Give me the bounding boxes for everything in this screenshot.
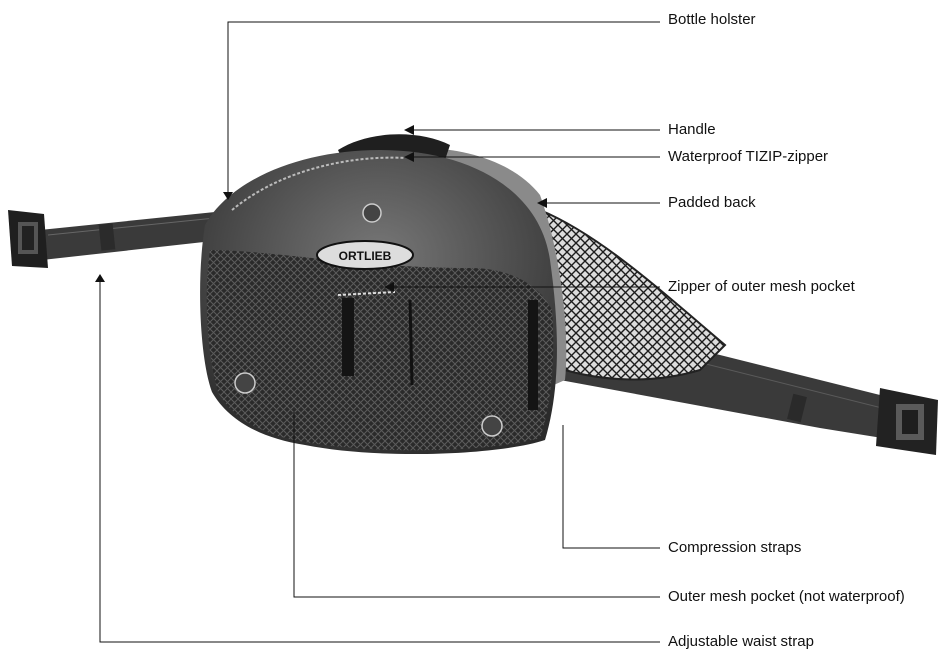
label-compression-straps: Compression straps [668,539,801,557]
logo-badge: ORTLIEB [317,241,413,269]
label-padded-back: Padded back [668,194,756,212]
bag-body: ORTLIEB [200,134,566,454]
compression-strap [528,300,538,410]
label-mesh-zipper: Zipper of outer mesh pocket [668,278,855,296]
rivet [363,204,381,222]
buckle-right [876,388,938,455]
buckle-left [8,210,48,268]
compression-strap [342,298,354,376]
waist-strap-left [8,210,222,268]
label-waterproof-zipper: Waterproof TIZIP-zipper [668,148,828,166]
logo-text: ORTLIEB [339,249,392,263]
label-handle: Handle [668,121,716,139]
rivet [235,373,255,393]
label-bottle-holster: Bottle holster [668,11,756,29]
label-waist-strap: Adjustable waist strap [668,633,814,651]
rivet [482,416,502,436]
label-outer-mesh-pocket: Outer mesh pocket (not waterproof) [668,588,905,606]
